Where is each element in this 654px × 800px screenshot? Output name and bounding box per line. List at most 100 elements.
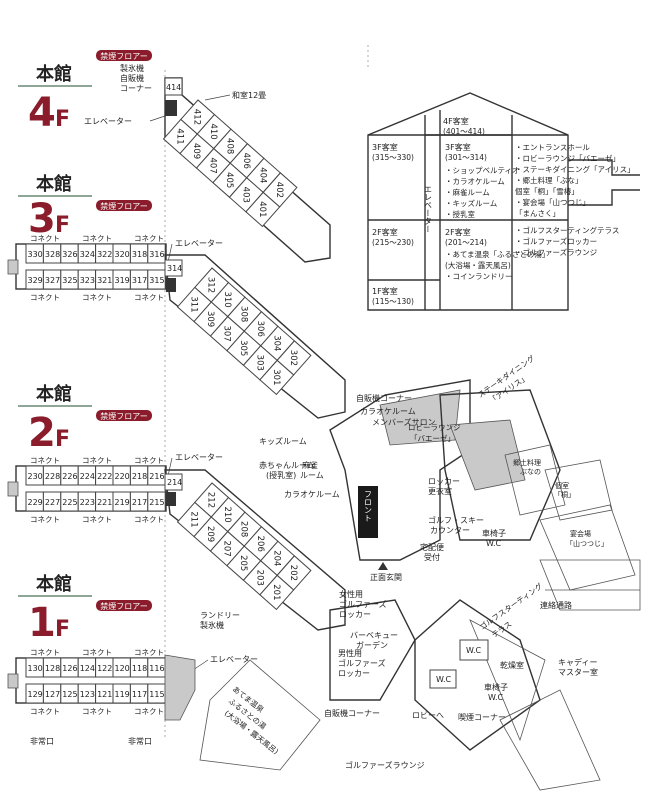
connect-label: コネクト xyxy=(134,648,164,657)
svg-text:和室12畳: 和室12畳 xyxy=(232,90,266,100)
connect-label: コネクト xyxy=(82,456,112,465)
room-315 xyxy=(147,269,166,290)
cross-section-item: ・あてま温泉「ふるさとの湯」 xyxy=(445,249,549,259)
svg-text:更衣室: 更衣室 xyxy=(428,486,452,496)
svg-text:キャディー: キャディー xyxy=(558,657,597,667)
room-number-305: 305 xyxy=(238,340,248,356)
svg-text:エレベーター: エレベーター xyxy=(424,185,433,233)
cross-section-item: 「まんさく」 xyxy=(515,209,560,218)
room-number-409: 409 xyxy=(191,143,201,159)
room-number-322: 322 xyxy=(97,250,112,259)
svg-text:W.C: W.C xyxy=(436,675,452,684)
svg-text:ゴルファーズ: ゴルファーズ xyxy=(338,658,386,668)
svg-text:自販機コーナー: 自販機コーナー xyxy=(356,393,412,403)
room-number-328: 328 xyxy=(45,250,60,259)
svg-text:ゴルファーズ: ゴルファーズ xyxy=(339,599,387,609)
room-number-129: 129 xyxy=(28,690,43,699)
floor-heading-1f: 本館 1 F 禁煙フロアー xyxy=(18,573,152,646)
svg-text:喫煙コーナー: 喫煙コーナー xyxy=(458,712,506,722)
svg-text:F: F xyxy=(55,427,70,452)
svg-text:「バエーゼ」: 「バエーゼ」 xyxy=(410,433,455,443)
connect-label: コネクト xyxy=(30,648,60,657)
svg-text:(215～230): (215～230) xyxy=(372,238,414,247)
svg-text:カラオケルーム: カラオケルーム xyxy=(360,407,416,416)
svg-text:4F客室: 4F客室 xyxy=(443,116,469,126)
svg-text:非常口: 非常口 xyxy=(128,736,152,746)
svg-text:男性用: 男性用 xyxy=(338,648,362,658)
room-number-118: 118 xyxy=(132,664,147,673)
connect-label: コネクト xyxy=(134,234,164,243)
cross-section-item: ・麻雀ルーム xyxy=(445,187,490,197)
cross-section-item: ・郷土料理「ぶな」 xyxy=(515,175,583,185)
room-314 xyxy=(164,259,183,277)
cross-section-item: (大浴場・露天風呂) xyxy=(445,260,511,270)
cross-section-item: ・ゴルファーズラウンジ xyxy=(515,247,598,257)
floor-heading-2f: 本館 2 F 禁煙フロアー xyxy=(18,383,152,456)
svg-text:「山つつじ」: 「山つつじ」 xyxy=(566,539,608,548)
svg-text:本館: 本館 xyxy=(36,573,72,595)
cross-section-item: ・ショップベルティオ xyxy=(445,166,520,175)
cross-section-item: ・キッズルーム xyxy=(445,198,497,208)
svg-text:W.C: W.C xyxy=(486,539,502,548)
svg-text:1F客室: 1F客室 xyxy=(372,286,398,296)
svg-text:F: F xyxy=(55,213,70,238)
connect-label: コネクト xyxy=(30,293,60,302)
svg-text:フロント: フロント xyxy=(364,490,373,522)
room-number-318: 318 xyxy=(132,250,147,259)
floor-heading-3f: 本館 3 F 禁煙フロアー xyxy=(18,173,152,242)
room-number-319: 319 xyxy=(115,276,130,285)
room-number-201: 201 xyxy=(271,584,281,600)
svg-text:ロビーラウンジ: ロビーラウンジ xyxy=(408,423,461,432)
room-number-230: 230 xyxy=(28,472,43,481)
room-number-323: 323 xyxy=(80,276,95,285)
room-number-320: 320 xyxy=(115,250,130,259)
room-number-204: 204 xyxy=(272,550,282,566)
room-number-402: 402 xyxy=(274,182,284,198)
room-number-411: 411 xyxy=(174,128,184,144)
connect-label: コネクト xyxy=(30,234,60,243)
room-number-209: 209 xyxy=(205,526,215,542)
svg-text:エレベーター: エレベーター xyxy=(84,117,132,126)
room-number-221: 221 xyxy=(97,498,112,507)
room-number-212: 212 xyxy=(206,492,216,508)
room-number-316: 316 xyxy=(149,250,164,259)
cross-section-item: ・コインランドリー xyxy=(445,272,513,281)
room-number-406: 406 xyxy=(241,153,251,169)
room-number-410: 410 xyxy=(208,123,218,139)
svg-text:(201～214): (201～214) xyxy=(445,238,487,247)
room-number-219: 219 xyxy=(115,498,130,507)
svg-text:ゴルフ・スキー: ゴルフ・スキー xyxy=(428,515,484,525)
room-number-325: 325 xyxy=(62,276,77,285)
wc-2 xyxy=(429,669,457,689)
svg-text:W.C: W.C xyxy=(466,646,482,655)
room-number-216: 216 xyxy=(149,472,164,481)
room-number-217: 217 xyxy=(132,498,147,507)
room-number-119: 119 xyxy=(115,690,130,699)
room-number-218: 218 xyxy=(132,472,147,481)
room-number-203: 203 xyxy=(254,570,264,586)
svg-text:2F客室: 2F客室 xyxy=(372,227,398,237)
svg-text:F: F xyxy=(55,617,70,642)
room-301: 301 xyxy=(259,359,295,396)
room-number-312: 312 xyxy=(206,277,216,293)
svg-text:ガーデン: ガーデン xyxy=(356,640,388,650)
room-number-127: 127 xyxy=(45,690,60,699)
svg-text:車椅子: 車椅子 xyxy=(484,682,508,692)
connect-label: コネクト xyxy=(82,707,112,716)
cross-section-item: ・授乳室 xyxy=(445,209,475,219)
svg-text:カラオケルーム: カラオケルーム xyxy=(284,490,340,499)
room-215 xyxy=(147,491,166,512)
svg-text:214: 214 xyxy=(167,478,182,487)
room-number-202: 202 xyxy=(288,565,298,581)
svg-text:ランドリー: ランドリー xyxy=(200,611,240,620)
room-number-123: 123 xyxy=(80,690,95,699)
room-number-324: 324 xyxy=(80,250,95,259)
svg-text:3F客室: 3F客室 xyxy=(445,142,471,152)
room-number-302: 302 xyxy=(288,350,298,366)
svg-text:本館: 本館 xyxy=(36,383,72,405)
room-number-211: 211 xyxy=(188,511,198,527)
svg-text:非常口: 非常口 xyxy=(30,736,54,746)
room-number-308: 308 xyxy=(239,306,249,322)
